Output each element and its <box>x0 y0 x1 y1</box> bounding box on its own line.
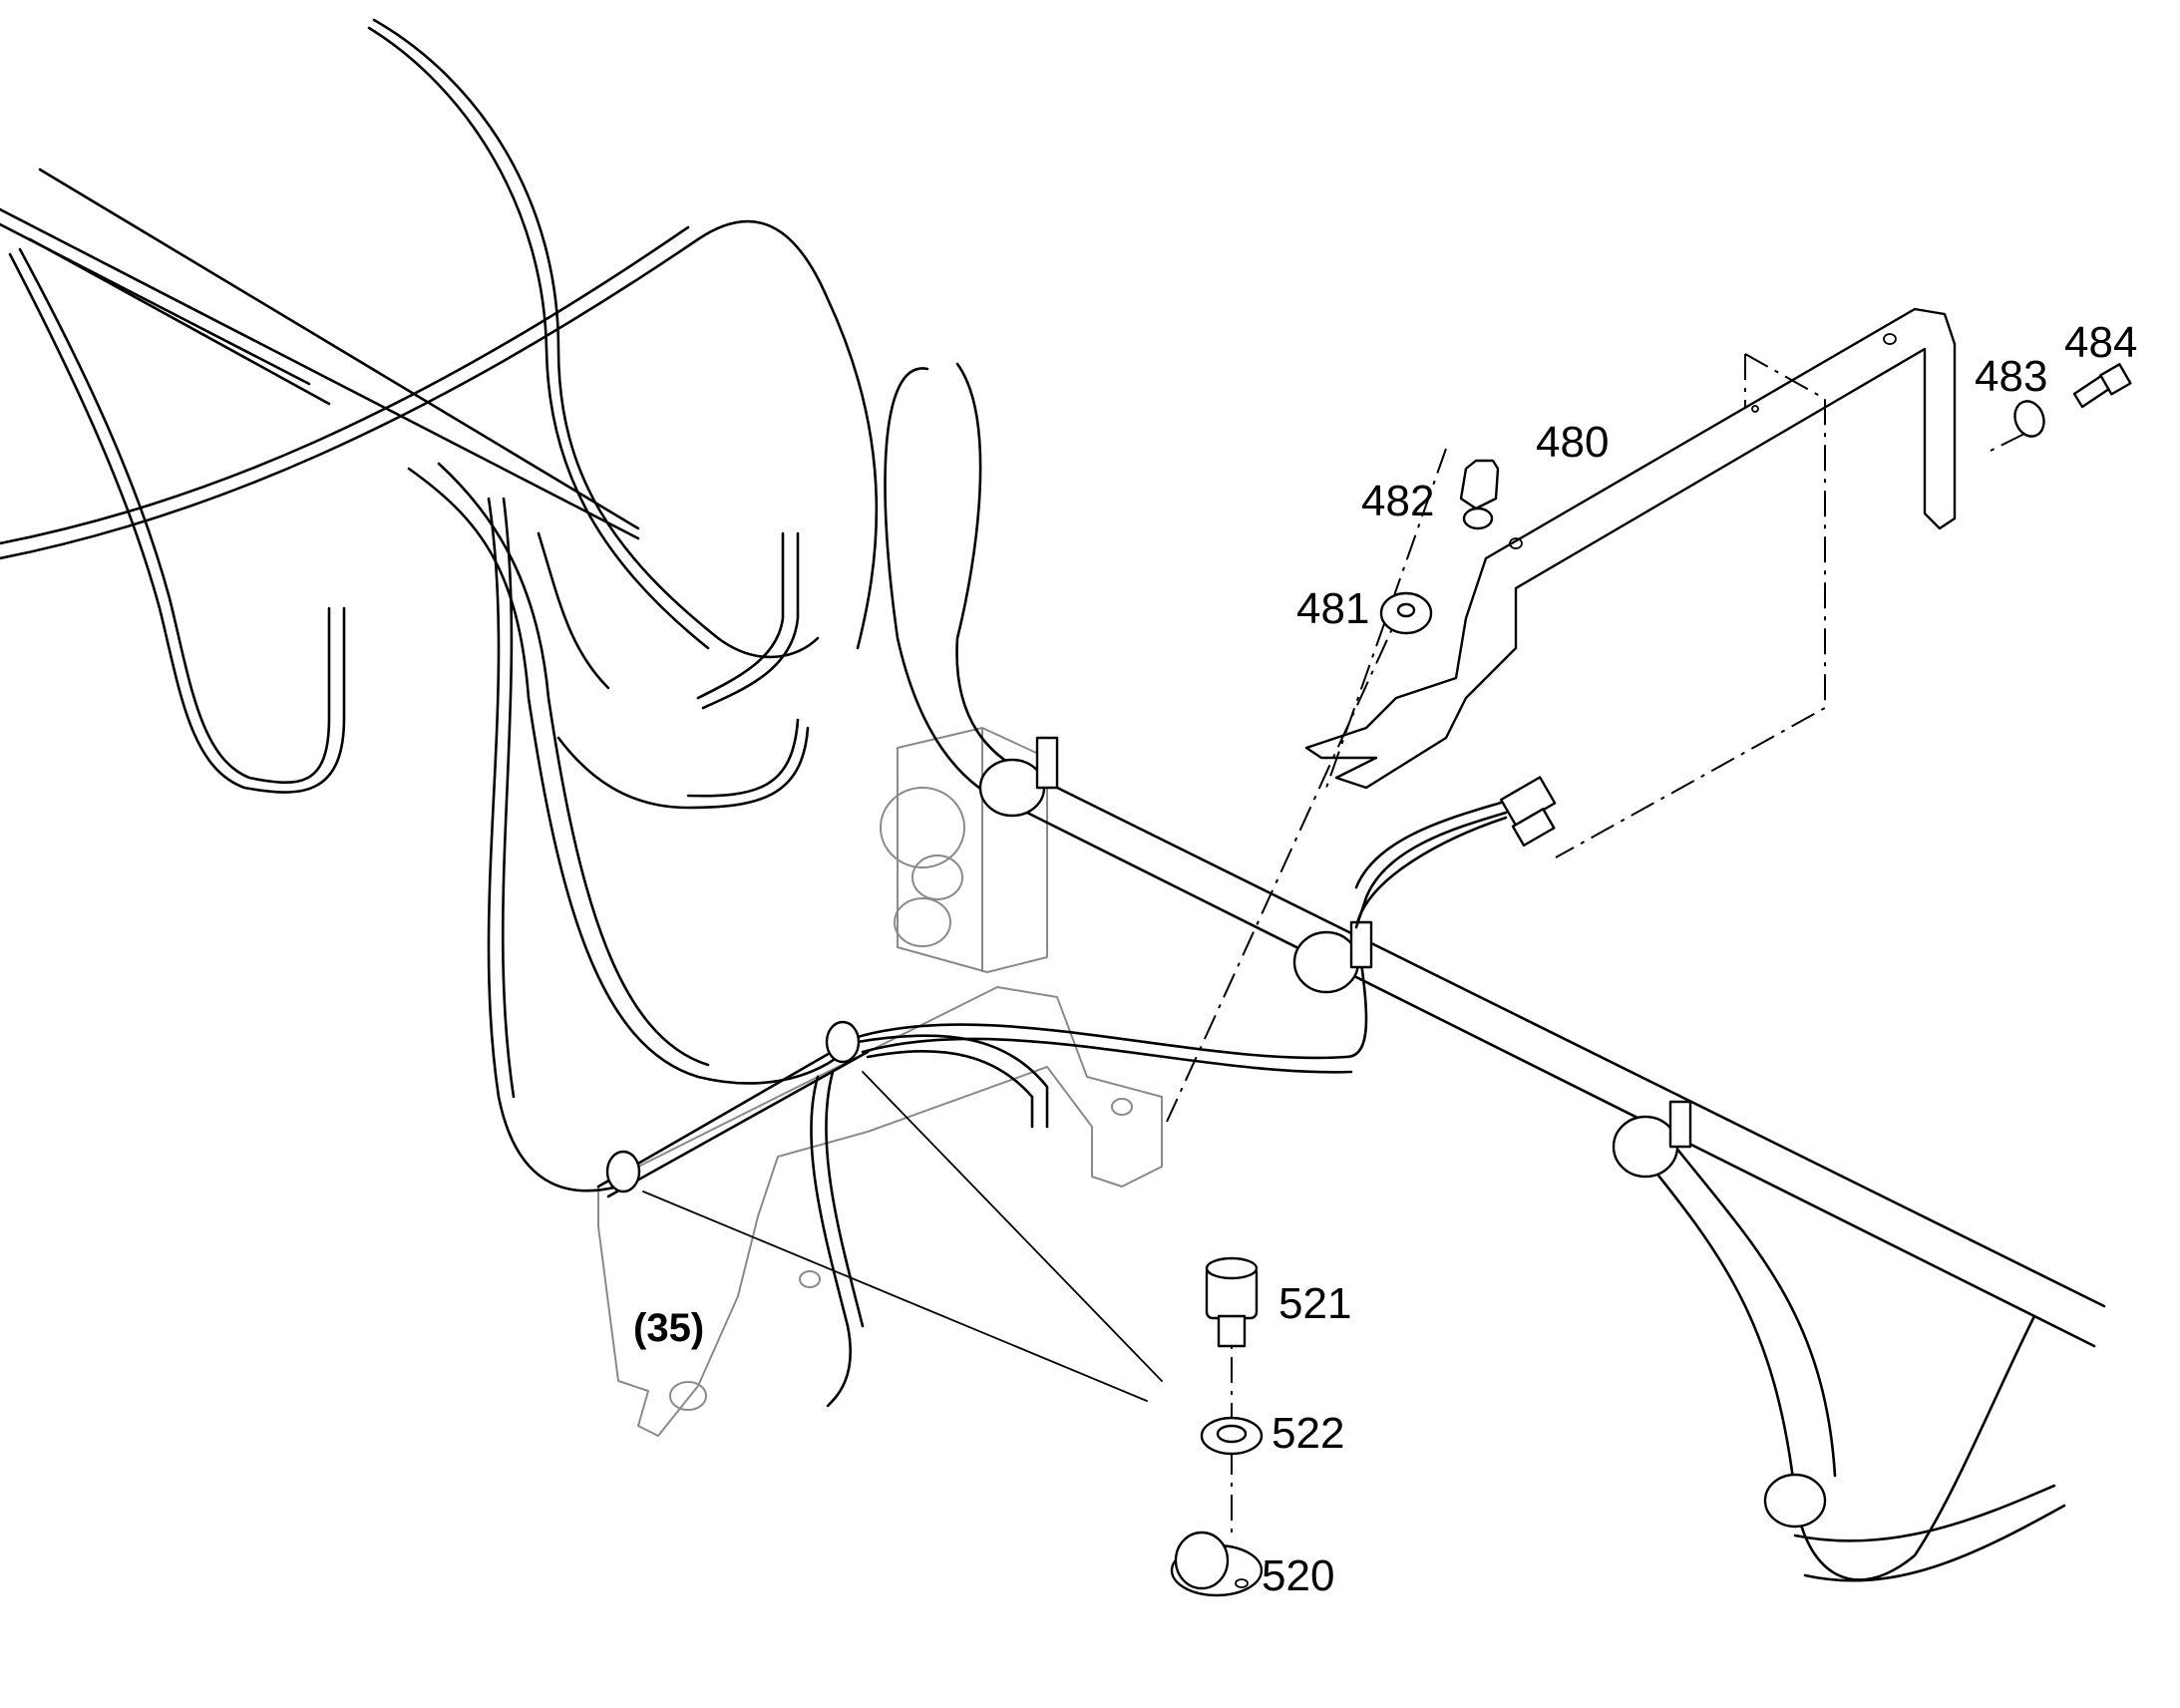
screw-521 <box>1205 1256 1259 1348</box>
washer-481 <box>1379 591 1433 635</box>
wiring-harness <box>0 18 1508 1408</box>
reference-35: (35) <box>633 1306 704 1350</box>
wire-clip <box>605 1020 861 1194</box>
hose-clamp <box>1292 920 1373 994</box>
callout-521: 521 <box>1278 1279 1351 1328</box>
ghost-valve-block <box>880 727 1048 973</box>
screw-484 <box>2072 363 2132 409</box>
callout-482: 482 <box>1361 477 1434 525</box>
washer-522 <box>1200 1416 1264 1456</box>
hose-clamp <box>1612 1100 1692 1179</box>
callout-520: 520 <box>1262 1551 1334 1600</box>
main-hose <box>884 362 2106 1582</box>
leader-lines <box>642 1071 1163 1402</box>
washer-483 <box>2013 400 2045 438</box>
callout-481: 481 <box>1296 584 1369 633</box>
assembly-lines <box>1166 353 2025 1536</box>
sensor-connector <box>1354 776 1557 929</box>
plug-482 <box>1459 459 1500 530</box>
callout-480: 480 <box>1536 418 1609 467</box>
callout-522: 522 <box>1272 1409 1344 1458</box>
bracket-480 <box>1304 307 1957 790</box>
callout-483: 483 <box>1975 352 2047 401</box>
clip-520 <box>1170 1531 1264 1597</box>
hose-clamp <box>1763 1473 1827 1529</box>
ghost-mounting-bracket <box>597 986 1163 1437</box>
hose-clamp <box>978 736 1059 818</box>
callout-484: 484 <box>2064 318 2137 367</box>
